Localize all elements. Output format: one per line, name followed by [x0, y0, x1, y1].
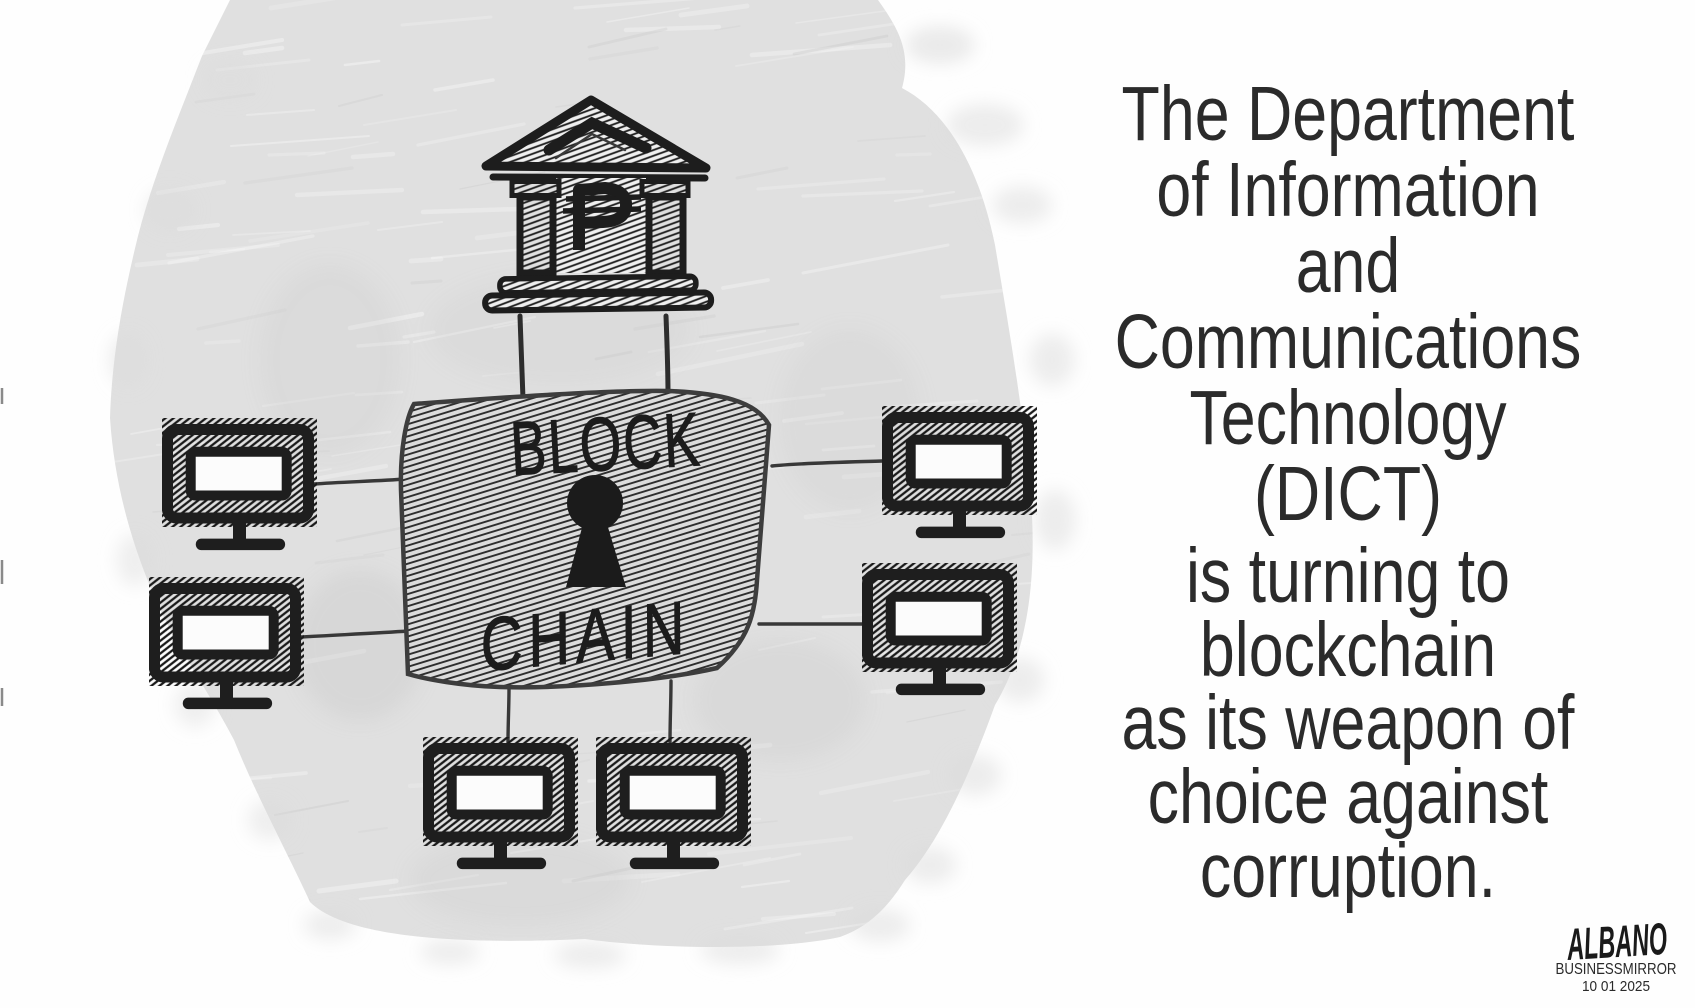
svg-text:10 01 2025: 10 01 2025	[1582, 978, 1650, 995]
svg-text:CHAIN: CHAIN	[481, 585, 691, 687]
svg-text:ALBANO: ALBANO	[1565, 914, 1669, 970]
svg-text:BUSINESSMIRROR: BUSINESSMIRROR	[1556, 961, 1677, 978]
svg-text:BLOCK: BLOCK	[508, 397, 703, 491]
